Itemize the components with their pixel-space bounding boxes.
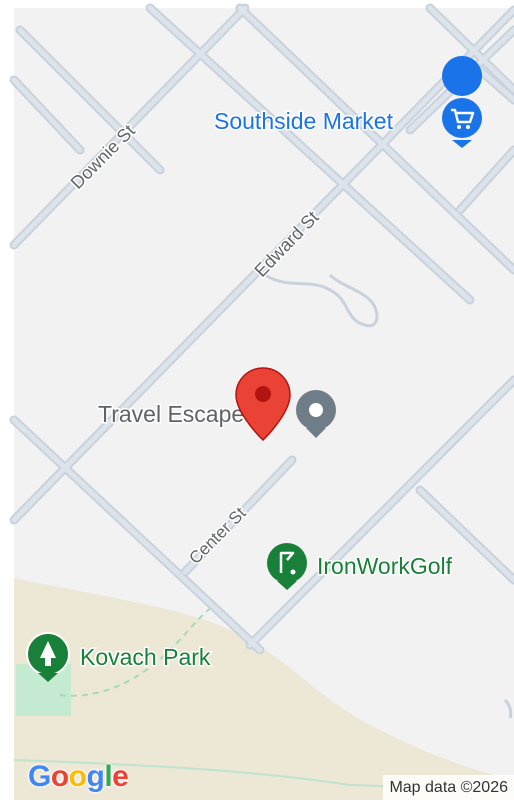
park-trail xyxy=(59,604,216,697)
place-travel-escapes[interactable]: Travel Escapes xyxy=(97,390,336,438)
place-label-southside-market: Southside Market xyxy=(214,108,394,134)
logo-letter: e xyxy=(112,760,129,793)
place-ironworkgolf[interactable]: IronWorkGolf xyxy=(267,543,454,590)
place-pin-icon xyxy=(296,390,336,438)
logo-letter: l xyxy=(104,760,113,793)
place-label-kovach-park: Kovach Park xyxy=(80,644,211,670)
place-southside-market[interactable]: Southside Market xyxy=(213,56,483,148)
shopping-cart-icon xyxy=(442,56,483,148)
place-label-travel-escapes: Travel Escapes xyxy=(98,401,256,427)
logo-letter: o xyxy=(50,760,69,793)
logo-letter: g xyxy=(86,760,105,793)
place-label-ironworkgolf: IronWorkGolf xyxy=(317,553,453,579)
logo-letter: o xyxy=(68,760,87,793)
park-area xyxy=(14,578,514,800)
map-attribution[interactable]: Map data ©2026 xyxy=(383,775,514,800)
footpath xyxy=(264,273,379,328)
logo-letter: G xyxy=(28,760,51,793)
google-logo[interactable]: Google xyxy=(28,760,129,794)
tree-icon xyxy=(26,632,70,682)
red-map-pin-icon[interactable] xyxy=(235,367,291,442)
golf-icon xyxy=(267,543,307,590)
place-kovach-park[interactable]: Kovach Park xyxy=(26,632,212,682)
